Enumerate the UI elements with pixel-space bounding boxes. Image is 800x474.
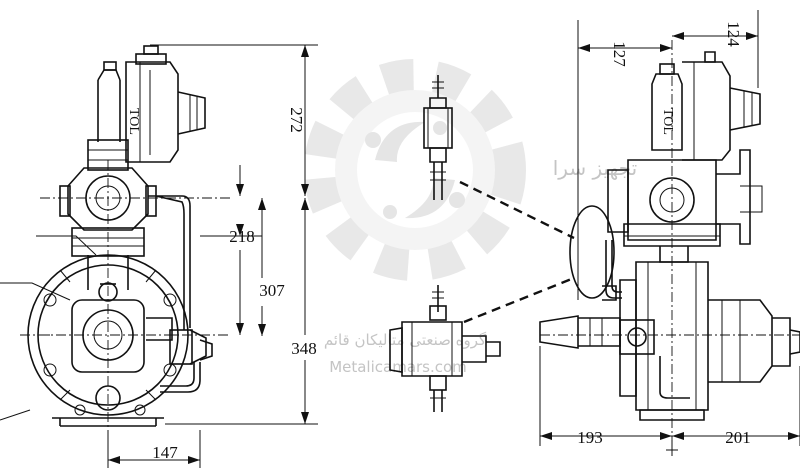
dimension-348: 348 bbox=[165, 198, 318, 425]
detail-lower-regulator bbox=[389, 285, 501, 412]
gear-icon bbox=[304, 59, 526, 281]
dimension-307: 307 bbox=[236, 198, 285, 336]
svg-text:TOL: TOL bbox=[126, 108, 141, 135]
watermark-logo bbox=[304, 59, 526, 281]
dimension-272: 272 bbox=[150, 44, 318, 196]
dim-348-label: 348 bbox=[291, 339, 317, 358]
front-view: TOL bbox=[0, 45, 213, 427]
dimension-124: 124 bbox=[672, 10, 759, 88]
detail-leader-upper bbox=[459, 180, 575, 240]
dim-124-label: 124 bbox=[724, 21, 743, 47]
dim-307-label: 307 bbox=[259, 281, 285, 300]
centerline-symbol-icon bbox=[666, 440, 678, 456]
dim-272-label: 272 bbox=[287, 107, 306, 133]
watermark-farsi-logo: تجهیز سرا bbox=[553, 156, 637, 180]
dimension-193: 193 bbox=[539, 346, 672, 447]
detail-callout-ellipse bbox=[569, 205, 615, 299]
dim-218-label: 218 bbox=[229, 227, 255, 246]
watermark-farsi-line: گروه صنعتی متالیکان قائم bbox=[324, 331, 487, 349]
dim-127-label: 127 bbox=[610, 41, 629, 67]
svg-text:TOL: TOL bbox=[660, 108, 675, 135]
detail-upper-fitting bbox=[423, 75, 453, 200]
dimension-147: 147 bbox=[107, 430, 201, 468]
dim-147-label: 147 bbox=[152, 443, 178, 462]
detail-leader-lower bbox=[463, 276, 575, 324]
dim-201-label: 201 bbox=[725, 428, 751, 447]
dim-193-label: 193 bbox=[577, 428, 603, 447]
watermark-url: Metalicamars.com bbox=[329, 358, 467, 376]
side-view: TOL bbox=[539, 51, 800, 421]
dimension-201: 201 bbox=[672, 366, 800, 447]
dimension-127: 127 bbox=[577, 20, 672, 300]
dimension-218: 218 bbox=[200, 165, 262, 246]
